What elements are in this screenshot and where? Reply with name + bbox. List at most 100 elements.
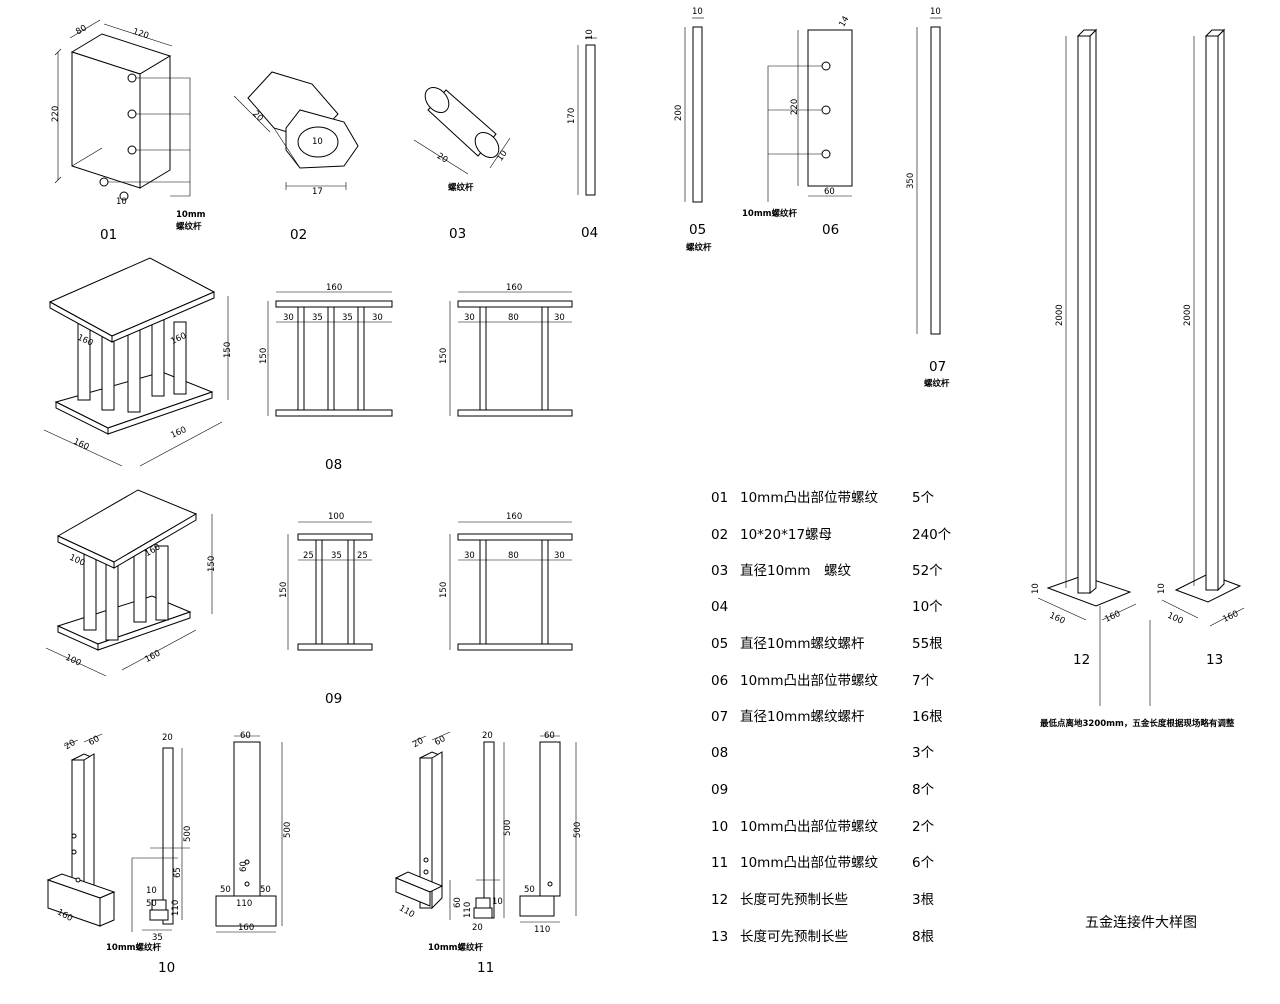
dim-10-500-c: 500 (283, 822, 293, 838)
dim-09a-25b: 25 (357, 551, 368, 561)
dim-08b-30a: 30 (464, 313, 475, 323)
label-09: 09 (325, 691, 342, 707)
row-10-qty: 2个 (912, 819, 935, 835)
row-01-qty: 5个 (912, 490, 935, 506)
row-05-desc: 直径10mm螺纹螺杆 (740, 636, 865, 652)
note-01-10mm: 10mm (176, 210, 206, 220)
table-row: 11 10mm凸出部位带螺纹 6个 (711, 855, 935, 871)
row-02-id: 02 (711, 527, 728, 543)
label-06: 06 (822, 222, 839, 238)
dim-09-160-bot: 160 (143, 649, 162, 665)
part-09-elevation-a (287, 521, 373, 651)
part-13-drawing (1149, 28, 1245, 706)
row-12-desc: 长度可先预制长些 (740, 892, 848, 908)
table-row: 06 10mm凸出部位带螺纹 7个 (711, 673, 935, 689)
dim-11-500-c: 500 (573, 822, 583, 838)
dim-06-14: 14 (837, 15, 851, 29)
drawing-title: 五金连接件大样图 (1085, 914, 1197, 931)
label-03: 03 (449, 226, 466, 242)
row-04-qty: 10个 (912, 599, 943, 615)
part-07-drawing (916, 17, 942, 335)
row-13-id: 13 (711, 929, 728, 945)
dim-09b-160: 160 (506, 512, 522, 522)
row-13-qty: 8根 (912, 929, 935, 945)
dim-01-80: 80 (74, 23, 88, 37)
row-07-qty: 16根 (912, 709, 943, 725)
dim-09b-30b: 30 (554, 551, 565, 561)
dim-08a-30a: 30 (283, 313, 294, 323)
dim-10-20-b: 20 (162, 733, 173, 743)
dim-11-60-c: 60 (544, 731, 555, 741)
row-08-qty: 3个 (912, 745, 935, 761)
dim-09a-25a: 25 (303, 551, 314, 561)
row-11-desc: 10mm凸出部位带螺纹 (740, 855, 878, 871)
row-08-id: 08 (711, 745, 728, 761)
label-07: 07 (929, 359, 946, 375)
dim-12-160b: 160 (1103, 609, 1122, 625)
dim-10-60-c: 60 (240, 731, 251, 741)
row-11-qty: 6个 (912, 855, 935, 871)
row-10-desc: 10mm凸出部位带螺纹 (740, 819, 878, 835)
dim-09b-150: 150 (439, 582, 449, 598)
dim-10-160-c: 160 (238, 923, 254, 933)
table-row: 08 3个 (711, 745, 935, 761)
dim-10-60-d: 60 (239, 861, 249, 872)
note-05-bolt: 螺纹杆 (686, 242, 712, 253)
table-row: 02 10*20*17螺母 240个 (711, 527, 952, 543)
note-height: 最低点离地3200mm，五金长度根据现场略有调整 (1040, 718, 1235, 729)
dim-01-120: 120 (131, 27, 150, 42)
dim-11-20-b: 20 (482, 731, 493, 741)
dim-10-110-b: 110 (171, 900, 181, 916)
dim-12-2000: 2000 (1055, 304, 1065, 326)
dim-08a-35b: 35 (342, 313, 353, 323)
part-08-elevation-a (267, 291, 393, 417)
row-05-id: 05 (711, 636, 728, 652)
dim-13-10: 10 (1157, 583, 1167, 594)
note-07-bolt: 螺纹杆 (924, 378, 950, 389)
part-02-drawing (233, 71, 359, 190)
dim-11-60-a: 60 (433, 734, 447, 748)
dim-08b-30b: 30 (554, 313, 565, 323)
dim-11-500-b: 500 (503, 820, 513, 836)
table-row: 13 长度可先预制长些 8根 (711, 929, 935, 945)
dim-04-10: 10 (585, 29, 595, 40)
part-08-drawing (43, 257, 229, 467)
table-row: 03 直径10mm 螺纹 52个 (711, 563, 943, 579)
part-11-drawing (394, 731, 577, 923)
dim-09b-80: 80 (508, 551, 519, 561)
dim-09-150: 150 (207, 556, 217, 572)
dim-01-220: 220 (51, 106, 61, 122)
dim-11-110-b: 110 (463, 902, 473, 918)
row-01-id: 01 (711, 490, 728, 506)
dim-08b-160: 160 (506, 283, 522, 293)
row-09-qty: 8个 (912, 782, 935, 798)
dim-09a-35: 35 (331, 551, 342, 561)
dim-11-20-a: 20 (411, 736, 425, 750)
dim-10-65: 65 (173, 867, 183, 878)
label-11: 11 (477, 960, 494, 976)
row-03-qty: 52个 (912, 563, 943, 579)
label-08: 08 (325, 457, 342, 473)
part-05-drawing (684, 17, 704, 203)
row-07-id: 07 (711, 709, 728, 725)
part-09-drawing (45, 489, 213, 677)
dim-09a-100: 100 (328, 512, 344, 522)
part-06-drawing (767, 29, 853, 202)
table-row: 10 10mm凸出部位带螺纹 2个 (711, 819, 935, 835)
dim-10-35: 35 (152, 933, 163, 943)
dim-11-20-c: 20 (472, 923, 483, 933)
table-row: 07 直径10mm螺纹螺杆 16根 (711, 709, 943, 725)
part-12-drawing (1037, 28, 1137, 706)
dim-13-2000: 2000 (1183, 304, 1193, 326)
dim-10-10: 10 (146, 886, 157, 896)
label-12: 12 (1073, 652, 1090, 668)
note-06-bolt: 10mm螺纹杆 (742, 208, 798, 219)
row-02-desc: 10*20*17螺母 (740, 527, 832, 543)
dim-08a-160: 160 (326, 283, 342, 293)
label-10: 10 (158, 960, 175, 976)
dim-12-10: 10 (1031, 583, 1041, 594)
dim-08a-150: 150 (259, 348, 269, 364)
dim-07-350: 350 (906, 173, 916, 189)
row-02-qty: 240个 (912, 527, 952, 543)
